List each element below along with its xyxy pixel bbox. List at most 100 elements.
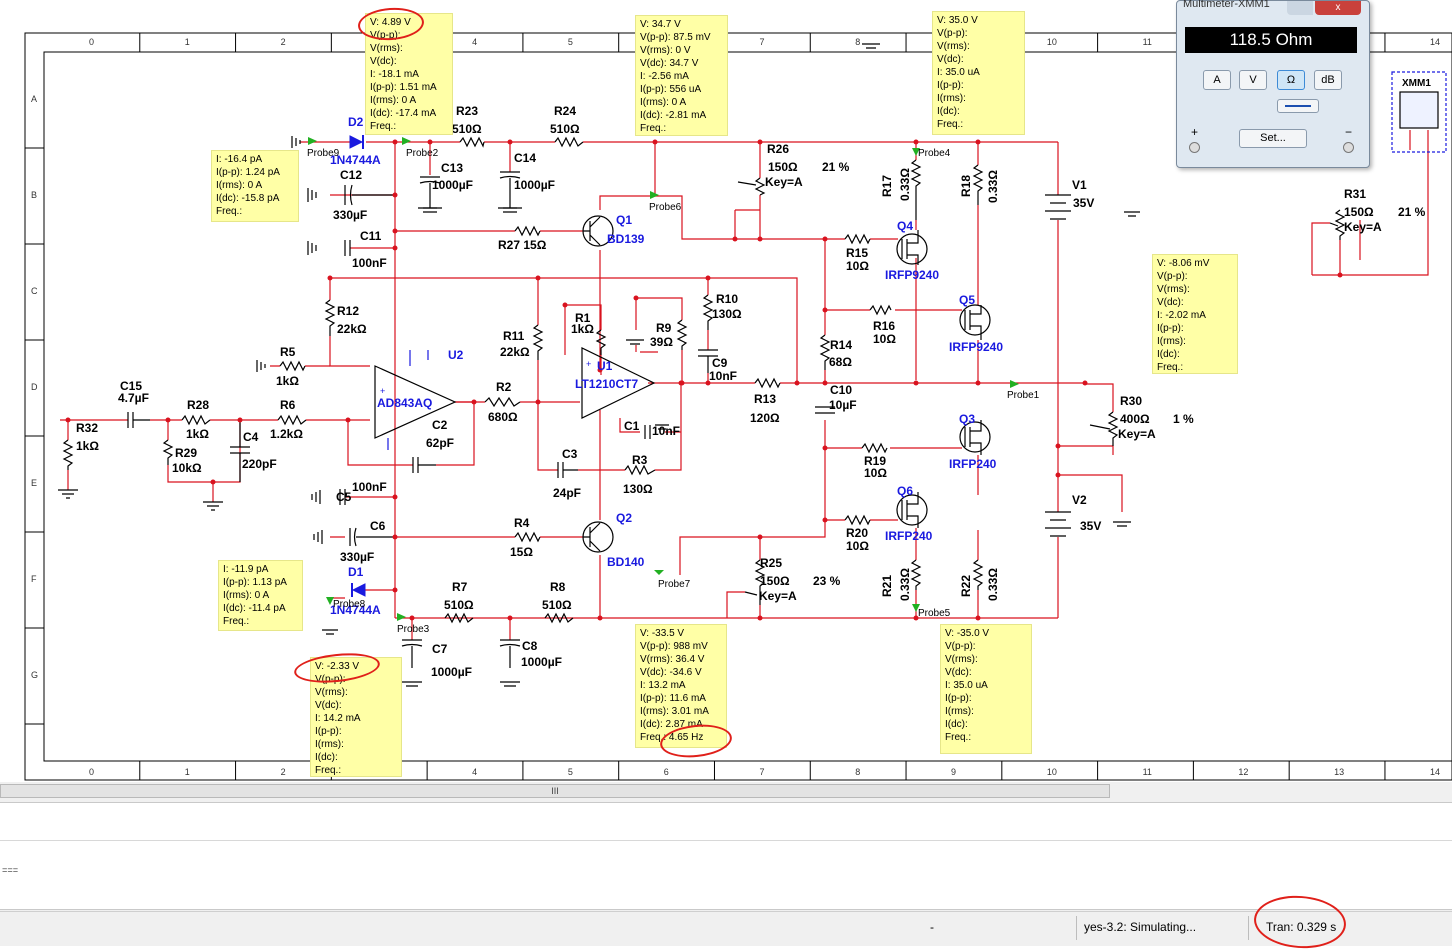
probe-labels: Probe1 Probe2 Probe3 Probe4 Probe5 Probe… xyxy=(307,148,1040,635)
probe-reading-line: I(rms): 3.01 mA xyxy=(640,706,709,717)
label-c6: C6 xyxy=(370,519,386,533)
positive-terminal-icon[interactable] xyxy=(1189,142,1200,153)
label-r25-key: Key=A xyxy=(759,589,797,603)
resistor-r24 xyxy=(554,136,584,148)
probe-reading-line: Freq.: xyxy=(315,765,342,776)
probe-reading-line: V(rms): xyxy=(945,654,978,665)
multimeter-window[interactable]: Multimeter-XMM1 x 118.5 Ohm A V Ω dB Set… xyxy=(1176,0,1370,168)
spreadsheet-pane[interactable] xyxy=(0,802,1452,910)
label-c7-value: 1000µF xyxy=(431,665,472,679)
ruler-column-label: 14 xyxy=(1430,767,1440,777)
label-r2: R2 xyxy=(496,380,512,394)
label-q3-value: IRFP240 xyxy=(949,457,997,471)
label-q2: Q2 xyxy=(616,511,632,525)
resistor-r13 xyxy=(754,377,781,389)
ammeter-mode-button[interactable]: A xyxy=(1203,70,1231,90)
label-r6-value: 1.2kΩ xyxy=(270,427,303,441)
label-r24-value: 510Ω xyxy=(550,122,580,136)
label-probe3: Probe3 xyxy=(397,624,430,635)
schematic-canvas[interactable]: 0011223344556677889910101111121213131414… xyxy=(0,0,1452,782)
resistor-r9 xyxy=(676,319,688,350)
resistor-r20 xyxy=(844,514,871,526)
probe-reading-line: Freq.: xyxy=(216,206,243,217)
resistor-r22 xyxy=(972,559,984,590)
set-button[interactable]: Set... xyxy=(1239,129,1307,148)
status-dash: - xyxy=(930,920,934,934)
resistor-r19 xyxy=(861,442,888,454)
label-r22-value: 0.33Ω xyxy=(986,568,1000,601)
probe-reading-line: V(p-p): xyxy=(370,30,401,41)
label-r32-value: 1kΩ xyxy=(76,439,99,453)
probe-reading-line: V(dc): 34.7 V xyxy=(640,58,699,69)
label-r7: R7 xyxy=(452,580,468,594)
label-r29: R29 xyxy=(175,446,197,460)
ruler-column-label: 14 xyxy=(1430,37,1440,47)
negative-terminal-icon[interactable] xyxy=(1343,142,1354,153)
label-r23-value: 510Ω xyxy=(452,122,482,136)
label-r15-value: 10Ω xyxy=(846,259,869,273)
voltmeter-mode-button[interactable]: V xyxy=(1239,70,1267,90)
scrollbar-thumb-grip[interactable]: III xyxy=(551,786,559,796)
probe-reading-line: V(rms): xyxy=(937,41,970,52)
label-q1-value: BD139 xyxy=(607,232,645,246)
resistor-r29 xyxy=(162,439,174,465)
probe-reading-line: I: -16.4 pA xyxy=(216,154,263,165)
label-probe9: Probe9 xyxy=(307,148,340,159)
resistor-r17 xyxy=(910,159,922,220)
label-c9-value: 10nF xyxy=(709,369,737,383)
diode-d2 xyxy=(349,135,364,149)
label-q3: Q3 xyxy=(959,412,975,426)
label-r4: R4 xyxy=(514,516,530,530)
ruler-column-label: 11 xyxy=(1143,767,1152,777)
label-r14: R14 xyxy=(830,338,852,352)
probe-reading-line: I(dc): xyxy=(315,752,338,763)
probe-reading-line: Freq.: xyxy=(640,123,667,134)
probe-reading-line: V(dc): xyxy=(937,54,964,65)
minimize-button[interactable] xyxy=(1287,1,1313,15)
close-button[interactable]: x xyxy=(1315,1,1361,15)
dc-mode-button[interactable] xyxy=(1277,99,1319,113)
label-r11: R11 xyxy=(503,329,525,343)
ohmmeter-mode-button[interactable]: Ω xyxy=(1277,70,1305,90)
cap-c5 xyxy=(339,489,346,505)
ruler-column-label: 2 xyxy=(281,767,286,777)
label-r18-value: 0.33Ω xyxy=(986,170,1000,203)
probe-reading-line: I(p-p): 1.13 pA xyxy=(223,577,287,588)
horizontal-scrollbar[interactable]: III xyxy=(0,784,1110,798)
label-v2: V2 xyxy=(1072,493,1087,507)
probe-reading-line: I(dc): -11.4 pA xyxy=(223,603,286,614)
label-r21-value: 0.33Ω xyxy=(898,568,912,601)
label-r24: R24 xyxy=(554,104,576,118)
pot-r30 xyxy=(1089,411,1119,446)
probe-reading-line: I(dc): 2.87 mA xyxy=(640,719,703,730)
db-mode-button[interactable]: dB xyxy=(1314,70,1342,90)
label-r19: R19 xyxy=(864,454,886,468)
label-c1-value: 10nF xyxy=(652,424,680,438)
label-c11-value: 100nF xyxy=(352,256,387,270)
pane-splitter-grip[interactable]: === xyxy=(2,866,19,876)
opamp-u1 xyxy=(581,347,656,419)
label-c12-value: 330µF xyxy=(333,208,367,222)
probe-reading-line: V(dc): xyxy=(370,56,397,67)
label-r28-value: 1kΩ xyxy=(186,427,209,441)
label-r3: R3 xyxy=(632,453,648,467)
probe-reading-line: I: -2.56 mA xyxy=(640,71,689,82)
label-r6: R6 xyxy=(280,398,296,412)
xmm1-box xyxy=(1391,71,1447,153)
resistor-r21 xyxy=(910,559,922,590)
probe-reading-line: V(p-p): xyxy=(945,641,976,652)
label-r17: R17 xyxy=(880,175,894,197)
probe-reading-line: I(dc): xyxy=(945,719,968,730)
probe-reading-line: I(p-p): xyxy=(315,726,342,737)
schematic-workspace[interactable]: 0011223344556677889910101111121213131414… xyxy=(0,0,1452,782)
ruler-row-label: B xyxy=(31,190,37,200)
